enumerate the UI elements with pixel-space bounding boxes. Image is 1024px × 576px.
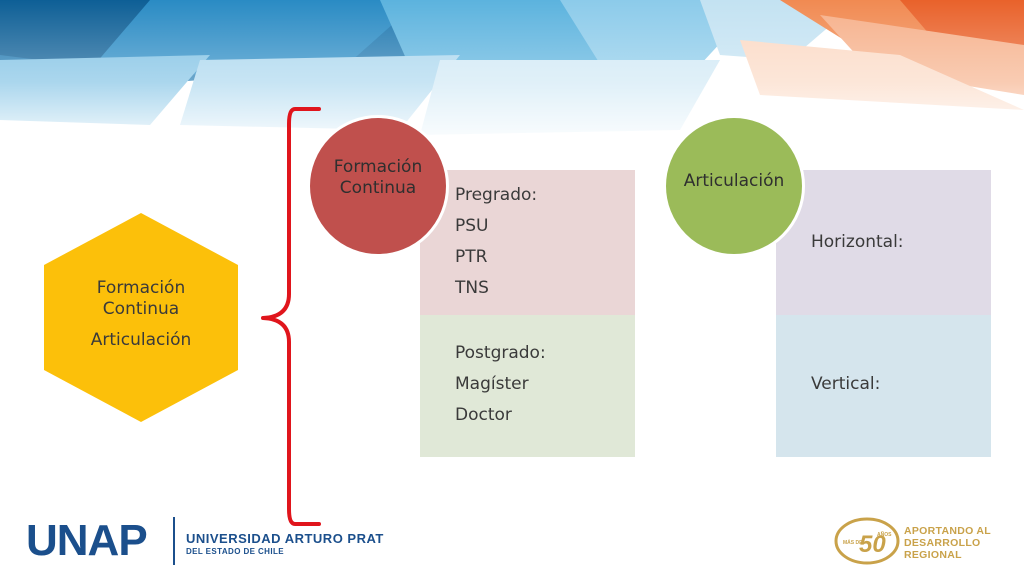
pregrado-box	[420, 170, 635, 315]
brace-path	[261, 107, 321, 526]
center-hexagon	[44, 213, 238, 422]
hexagon-shape	[44, 213, 238, 422]
pregrado-item-tns: TNS	[455, 278, 489, 298]
seal-ring	[834, 517, 900, 565]
pregrado-item-ptr: PTR	[455, 247, 488, 267]
horizontal-box	[776, 170, 991, 315]
pregrado-item-psu: PSU	[455, 216, 489, 236]
center-node-line1: Formación	[96, 278, 186, 298]
postgrado-item-magister: Magíster	[455, 374, 529, 394]
center-node-line2: Continua	[102, 299, 180, 319]
curly-brace	[261, 107, 321, 526]
postgrado-heading: Postgrado:	[455, 343, 546, 363]
seal-years-text: AÑOS	[877, 531, 892, 538]
anniversary-seal-icon: MÁS DE 50 AÑOS	[834, 517, 900, 565]
tagline-line2: DESARROLLO	[904, 537, 981, 549]
pregrado-heading: Pregrado:	[455, 185, 538, 205]
university-subtitle: DEL ESTADO DE CHILE	[186, 547, 284, 556]
tagline-line1: APORTANDO AL	[904, 525, 992, 537]
formacion-circle-line2: Continua	[339, 178, 417, 198]
header-banner	[0, 0, 1024, 150]
horizontal-label-wrap: Horizontal:	[811, 227, 904, 258]
vertical-label-wrap: Vertical:	[811, 369, 880, 400]
articulacion-circle: Articulación	[663, 115, 805, 257]
center-node-line3: Articulación	[90, 330, 192, 350]
formacion-continua-circle: Formación Continua	[307, 115, 449, 257]
logo-divider	[173, 517, 175, 565]
tagline-line3: REGIONAL	[904, 549, 962, 561]
articulacion-circle-label: Articulación	[683, 170, 785, 191]
seal-more-text: MÁS DE	[843, 539, 863, 546]
postgrado-box	[420, 315, 635, 457]
formacion-circle-line1: Formación	[333, 157, 423, 177]
postgrado-item-doctor: Doctor	[455, 405, 512, 425]
university-name: UNIVERSIDAD ARTURO PRAT	[186, 531, 384, 546]
horizontal-label: Horizontal:	[811, 232, 904, 252]
postgrado-list: Postgrado: Magíster Doctor	[455, 338, 546, 431]
unap-logo-word: UNAP	[26, 516, 148, 565]
pregrado-list: Pregrado: PSU PTR TNS	[455, 180, 537, 304]
vertical-box	[776, 315, 991, 457]
seal-number: 50	[859, 531, 886, 558]
vertical-label: Vertical:	[811, 374, 881, 394]
center-node-label: Formación Continua Articulación	[42, 278, 240, 351]
